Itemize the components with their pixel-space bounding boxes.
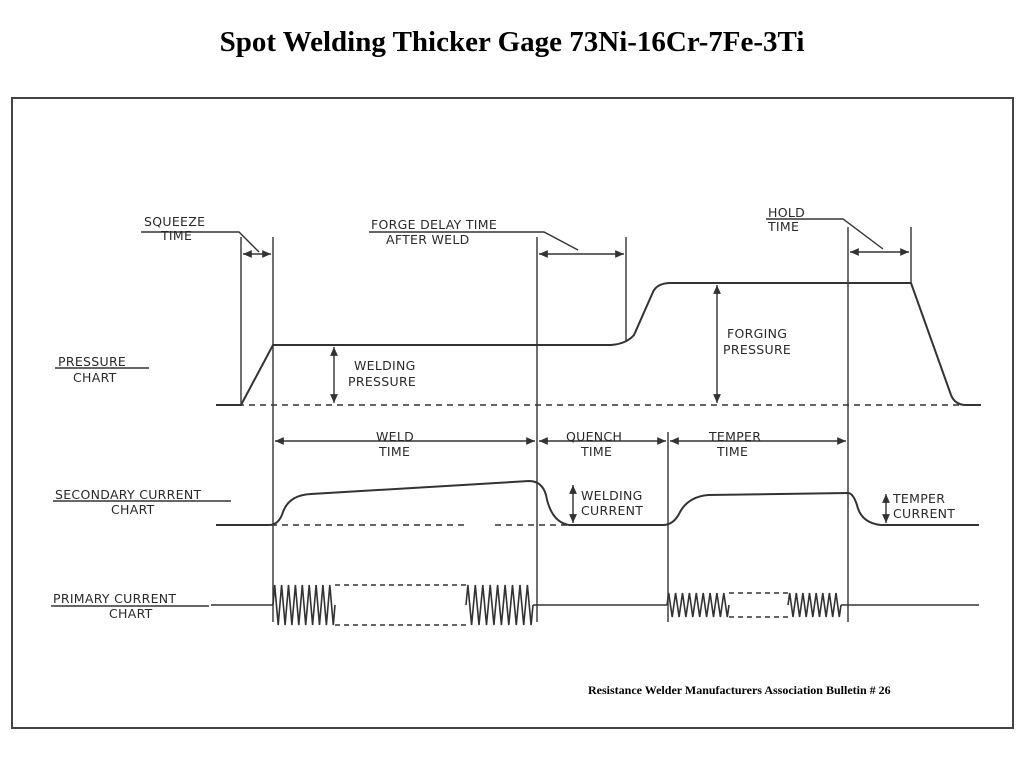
forging-pressure-label-1: FORGING xyxy=(727,326,787,341)
primary-current-burst-2 xyxy=(465,584,534,626)
pressure-chart-label-2: CHART xyxy=(73,370,117,385)
pressure-curve xyxy=(216,282,981,406)
welding-current-label-1: WELDING xyxy=(581,488,643,503)
hold-label-1: HOLD xyxy=(768,205,805,220)
primary-chart-label-2: CHART xyxy=(109,606,153,621)
primary-current-burst-4 xyxy=(787,592,842,618)
welding-current-label-2: CURRENT xyxy=(581,503,643,518)
welding-pressure-label-1: WELDING xyxy=(354,358,416,373)
squeeze-label-2: TIME xyxy=(160,228,192,243)
source-caption: Resistance Welder Manufacturers Associat… xyxy=(588,683,891,697)
pressure-chart-label-1: PRESSURE xyxy=(58,354,126,369)
diagram-frame: SQUEEZE TIME FORGE DELAY TIME AFTER WELD… xyxy=(11,97,1015,730)
page-title: Spot Welding Thicker Gage 73Ni-16Cr-7Fe-… xyxy=(219,26,805,58)
forging-pressure-label-2: PRESSURE xyxy=(723,342,791,357)
secondary-chart-label-2: CHART xyxy=(111,502,155,517)
temper-current-label-1: TEMPER xyxy=(892,491,945,506)
primary-chart-label-1: PRIMARY CURRENT xyxy=(53,591,176,606)
forge-delay-leader xyxy=(369,231,579,251)
temper-time-label-1: TEMPER xyxy=(708,429,761,444)
primary-current-burst-3 xyxy=(666,592,730,618)
primary-current-burst-1 xyxy=(272,584,336,626)
secondary-chart-label-1: SECONDARY CURRENT xyxy=(55,487,201,502)
welding-pressure-label-2: PRESSURE xyxy=(348,374,416,389)
squeeze-leader xyxy=(141,231,260,253)
hold-leader xyxy=(766,218,884,250)
weld-time-label-2: TIME xyxy=(378,444,410,459)
temper-time-label-2: TIME xyxy=(716,444,748,459)
hold-label-2: TIME xyxy=(767,219,799,234)
quench-time-label-1: QUENCH xyxy=(566,429,622,444)
welding-timing-diagram: SQUEEZE TIME FORGE DELAY TIME AFTER WELD… xyxy=(11,97,1014,729)
squeeze-label-1: SQUEEZE xyxy=(144,214,205,229)
forge-delay-label-2: AFTER WELD xyxy=(386,232,470,247)
diagram-border xyxy=(11,97,1014,729)
forge-delay-label-1: FORGE DELAY TIME xyxy=(371,217,497,232)
weld-time-label-1: WELD xyxy=(376,429,414,444)
temper-current-label-2: CURRENT xyxy=(893,506,955,521)
quench-time-label-2: TIME xyxy=(580,444,612,459)
